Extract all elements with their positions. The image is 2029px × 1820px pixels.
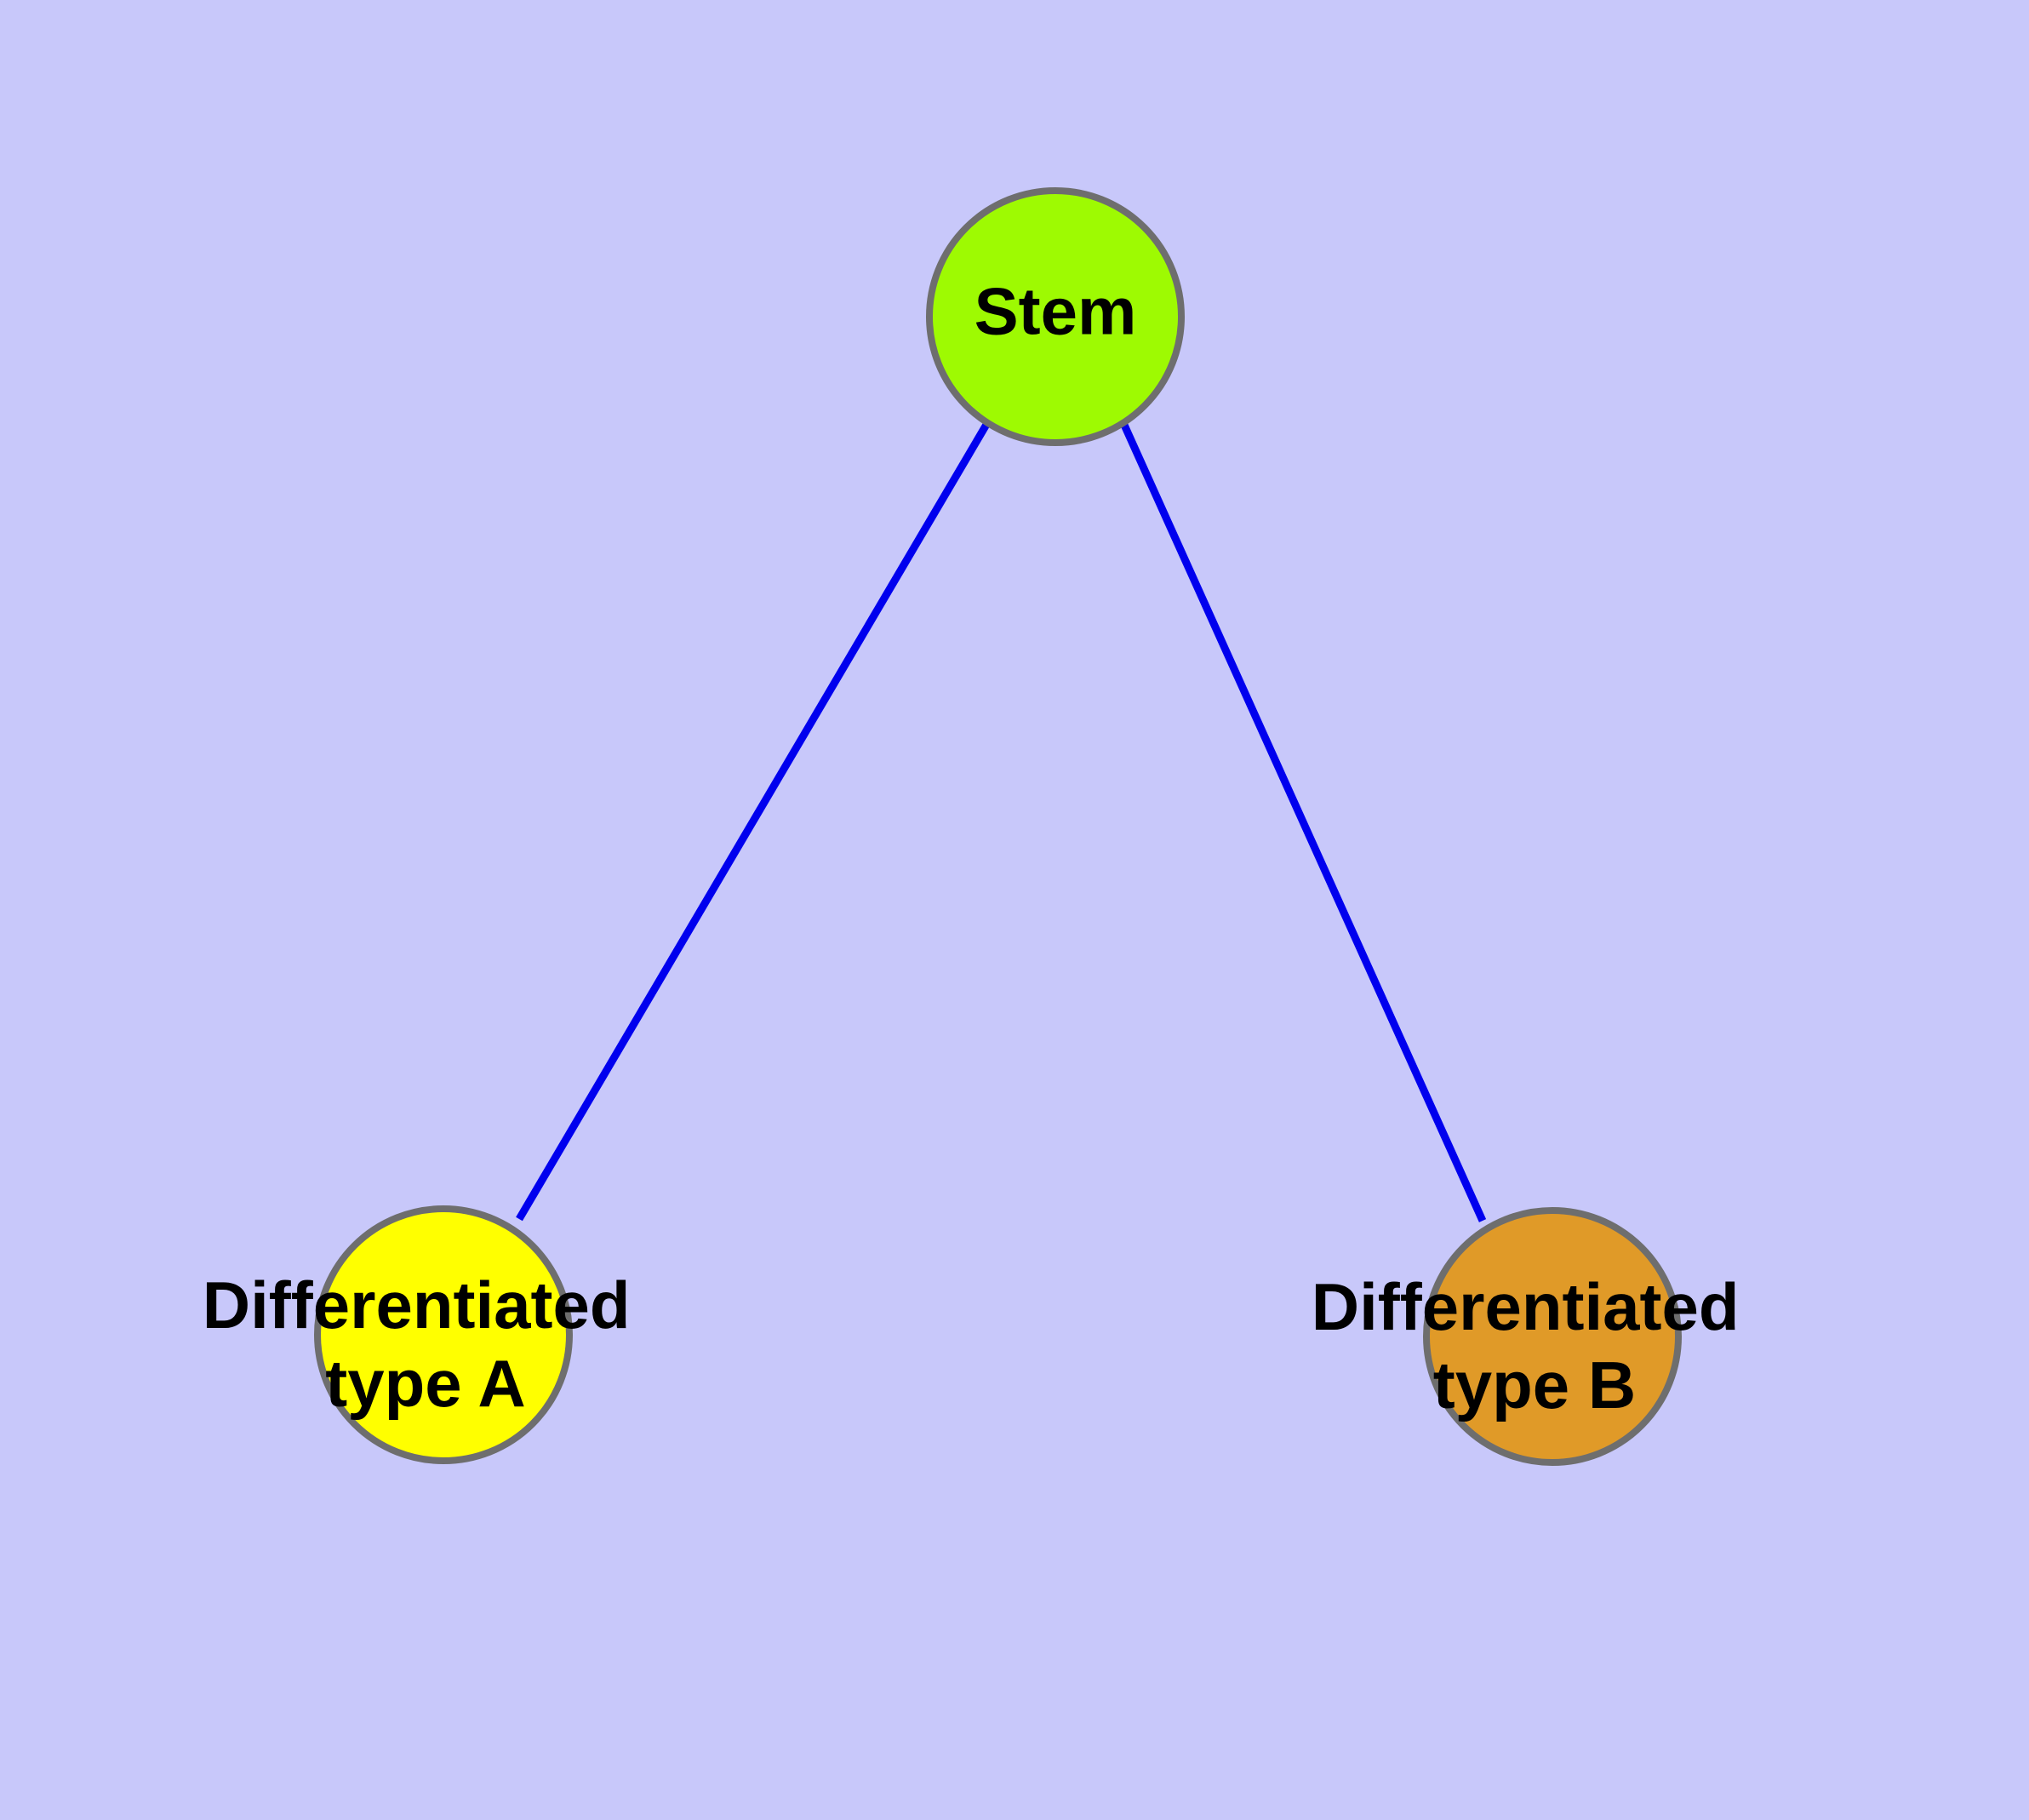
node-diff-a-circle[interactable]: [314, 1205, 573, 1464]
node-diff-a-label-line-1: Differentiated: [203, 1268, 631, 1342]
node-diff-b-label-line-2: type B: [1433, 1348, 1636, 1422]
node-stem[interactable]: Stem: [926, 187, 1185, 446]
edge-stem-to-diff-b[interactable]: [1119, 421, 1487, 1222]
node-diff-a-label: Differentiated type A: [203, 1268, 649, 1421]
node-stem-label: Stem: [974, 274, 1137, 349]
edge-layer: [516, 421, 1487, 1222]
node-diff-a[interactable]: Differentiated type A: [203, 1205, 649, 1464]
node-diff-b-label: Differentiated type B: [1312, 1269, 1758, 1422]
node-stem-circle[interactable]: [926, 187, 1185, 446]
node-diff-b[interactable]: Differentiated type B: [1312, 1207, 1758, 1466]
node-diff-b-circle[interactable]: [1423, 1207, 1682, 1466]
edge-stem-to-diff-a[interactable]: [516, 421, 991, 1222]
node-diff-b-label-line-1: Differentiated: [1312, 1269, 1740, 1344]
node-layer: Stem Differentiated type A Differentiate…: [203, 187, 1758, 1466]
node-diff-a-label-line-2: type A: [325, 1346, 526, 1421]
